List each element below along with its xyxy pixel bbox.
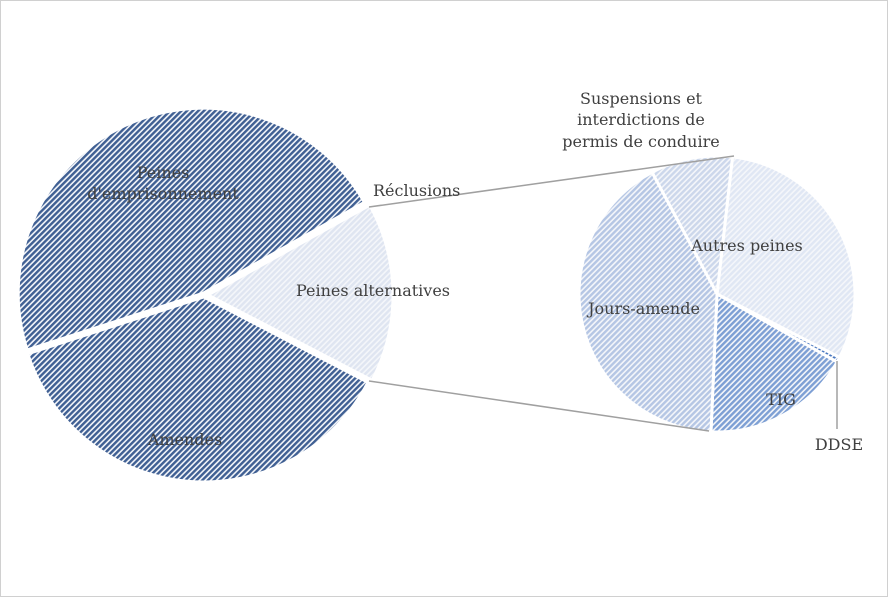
label-suspensions-2: interdictions de [577,110,705,129]
pie-slice-tig [709,291,840,434]
label-alternatives: Peines alternatives [296,281,450,300]
connector-line-top [368,155,735,208]
label-reclusions: Réclusions [373,181,460,200]
label-tig: TIG [766,390,796,409]
pie-slice-re-clusions [203,202,368,297]
label-suspensions-3: permis de conduire [562,132,719,151]
label-emprisonnement-2: d'emprisonnement [87,184,239,203]
label-amendes: Amendes [147,430,222,449]
label-emprisonnement-1: Peines [137,163,190,182]
main-pie [16,106,395,484]
connector-line-bottom [368,380,710,432]
label-suspensions-1: Suspensions et [580,89,703,108]
pie-slice-peines-alternatives [204,203,395,383]
label-ddse: DDSE [815,435,863,454]
label-jours: Jours-amende [586,299,700,318]
label-autres: Autres peines [690,236,803,255]
pie-slice-amendes [25,295,370,484]
pie-slice-jours-amende [577,170,719,434]
pie-slice-peines-d-emprisonnement [16,106,367,352]
secondary-pie [577,154,857,434]
pie-slice-autres-peines [715,155,857,360]
